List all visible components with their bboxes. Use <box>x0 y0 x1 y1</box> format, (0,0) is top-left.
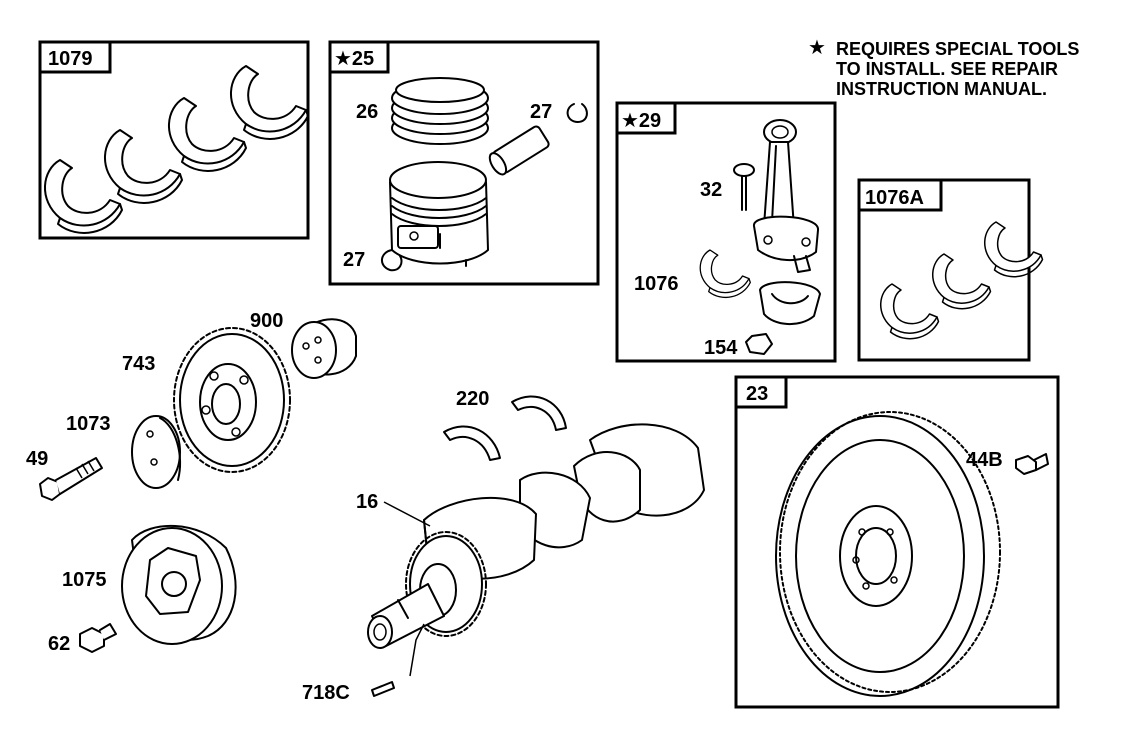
rod-cap <box>759 281 821 325</box>
label-154: 154 <box>704 337 738 359</box>
gear-washer <box>131 415 181 489</box>
crank-key <box>371 623 425 697</box>
label-27-upper: 27 <box>530 101 552 123</box>
cam-gear <box>173 327 291 473</box>
box-label-29: ★29 <box>621 110 661 132</box>
label-49: 49 <box>26 448 48 470</box>
label-27-lower: 27 <box>343 249 365 271</box>
governor-cup <box>291 318 357 379</box>
label-718C: 718C <box>302 682 350 704</box>
main-bearing-shells <box>43 65 309 234</box>
gear-screw <box>39 457 103 501</box>
piston-pin-lock-lower <box>381 249 403 272</box>
balancer-screw <box>79 623 117 653</box>
box-piston-kit: ★25 26 27 <box>328 40 600 286</box>
connecting-rod <box>753 119 819 273</box>
label-900: 900 <box>250 310 283 332</box>
label-1076: 1076 <box>634 273 679 295</box>
note-line-3: INSTRUCTION MANUAL. <box>836 79 1047 99</box>
thrust-washers <box>443 395 567 461</box>
dipper-nut <box>745 333 773 355</box>
box-label-1079: 1079 <box>48 48 93 70</box>
box-rod-bearings: 1076A <box>857 178 1044 362</box>
box-main-bearings: 1079 <box>38 40 310 240</box>
note-line-2: TO INSTALL. SEE REPAIR <box>836 59 1058 79</box>
rod-bolt <box>733 163 755 211</box>
box-flywheel: 23 44B <box>734 375 1060 709</box>
label-743: 743 <box>122 353 155 375</box>
label-1075: 1075 <box>62 569 107 591</box>
special-tools-note: ★ REQUIRES SPECIAL TOOLS TO INSTALL. SEE… <box>808 37 1079 99</box>
box-label-25: ★25 <box>334 48 374 70</box>
balancer <box>121 524 237 645</box>
flywheel <box>775 411 1001 697</box>
leader-16 <box>383 501 431 527</box>
label-44B: 44B <box>966 449 1003 471</box>
piston-rings <box>391 77 489 145</box>
piston-pin <box>488 125 550 176</box>
piston <box>389 161 489 267</box>
note-line-1: REQUIRES SPECIAL TOOLS <box>836 39 1079 59</box>
note-star: ★ <box>808 37 826 59</box>
label-26: 26 <box>356 101 378 123</box>
label-220: 220 <box>456 388 489 410</box>
label-32: 32 <box>700 179 722 201</box>
box-connecting-rod: ★29 32 1076 154 <box>615 101 837 363</box>
flywheel-screw <box>1015 453 1049 475</box>
label-1073: 1073 <box>66 413 111 435</box>
box-label-23: 23 <box>746 383 768 405</box>
piston-pin-lock-upper <box>566 103 588 123</box>
rod-bearing-shell <box>699 249 751 299</box>
rod-bearing-shells <box>879 221 1044 340</box>
box-label-1076A: 1076A <box>865 187 924 209</box>
crankshaft <box>367 423 705 649</box>
label-16: 16 <box>356 491 378 513</box>
label-62: 62 <box>48 633 70 655</box>
